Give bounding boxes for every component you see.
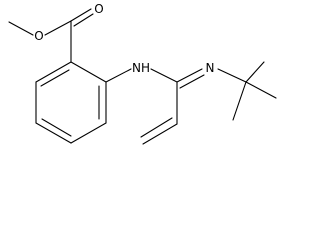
imine-nitrogen-label: N — [206, 61, 215, 75]
ring-bond-3 — [70, 122, 107, 144]
ring-bond-1 — [70, 61, 107, 83]
tbutyl-methyl-right — [245, 81, 277, 99]
ring-inner-bond-1 — [40, 69, 70, 87]
ring-nh-bond — [105, 68, 132, 83]
ring-inner-bond-3 — [41, 118, 72, 137]
n-tbutyl-bond — [217, 68, 247, 83]
amine-nh-label: NH — [132, 61, 150, 75]
ring-bond-4 — [35, 122, 72, 144]
nh-amidine-bond — [150, 68, 178, 83]
vinyl-double-bond-a — [142, 123, 178, 145]
tbutyl-methyl-up — [245, 61, 265, 83]
carbonyl-double-bond-a — [70, 8, 92, 22]
tbutyl-methyl-down — [232, 81, 247, 121]
vinyl-double-bond-b — [140, 117, 173, 138]
methyl-bond — [8, 21, 34, 36]
ester-oxygen-label: O — [34, 29, 43, 43]
molecule-canvas: O O NH N — [8, 2, 277, 145]
imine-double-bond-b — [179, 74, 205, 89]
ester-o-bond — [44, 20, 72, 36]
ring-bond-6 — [35, 61, 72, 83]
carbonyl-double-bond-b — [73, 13, 94, 27]
carbonyl-oxygen-label: O — [94, 2, 103, 16]
bond-lines — [8, 8, 277, 145]
molecule-structure: O O NH N — [8, 2, 277, 145]
imine-double-bond-a — [176, 68, 203, 83]
